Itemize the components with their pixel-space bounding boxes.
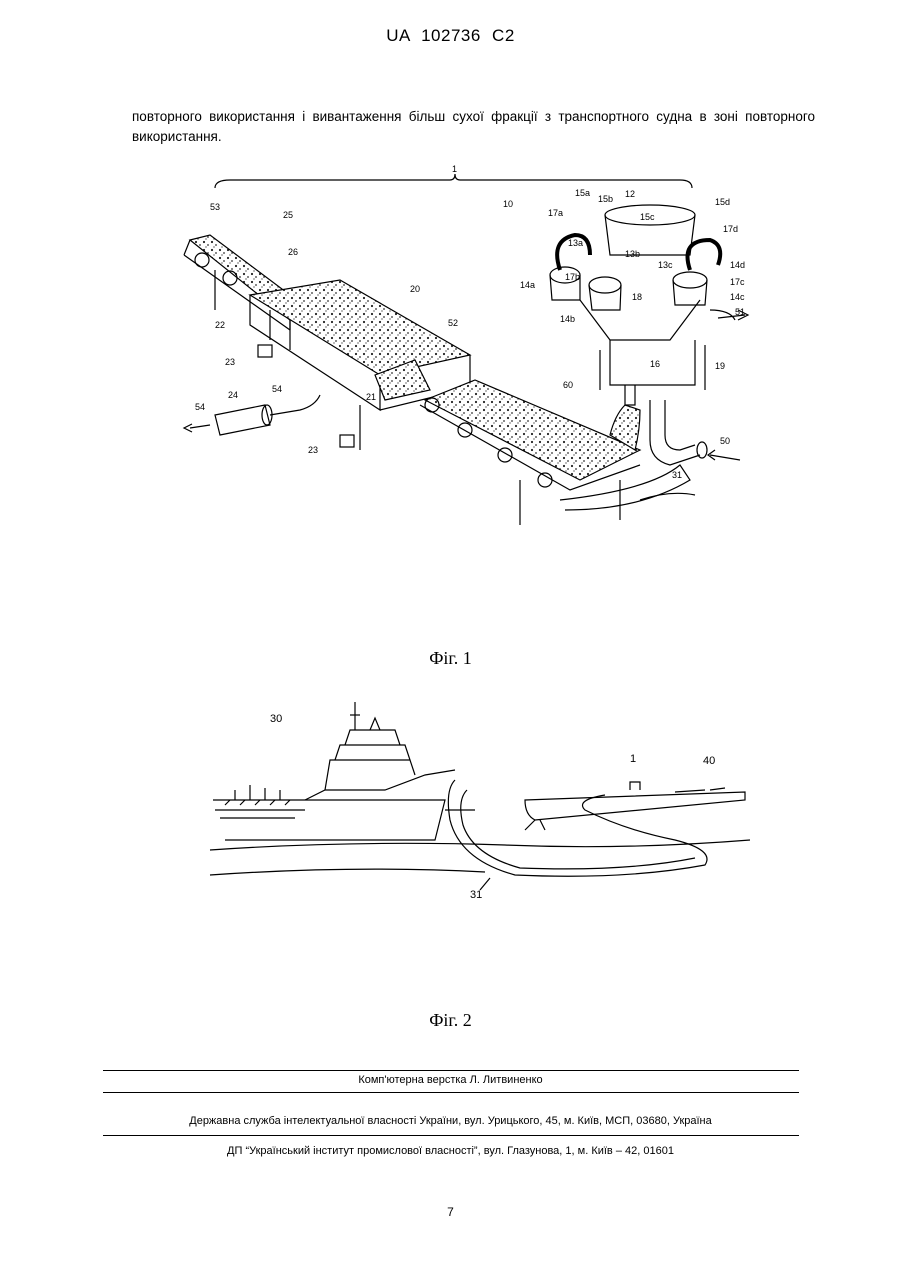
label-26: 26 (288, 247, 298, 257)
label-14a: 14a (520, 280, 535, 290)
label-23-lower: 23 (308, 445, 318, 455)
label-17c: 17c (730, 277, 745, 287)
label-51: 51 (735, 307, 745, 317)
institute-address: ДП “Український інститут промислової вла… (0, 1145, 901, 1157)
label-25: 25 (283, 210, 293, 220)
label-15d: 15d (715, 197, 730, 207)
label-19: 19 (715, 361, 725, 371)
label-54-right: 54 (272, 384, 282, 394)
label-13b: 13b (625, 249, 640, 259)
label-17a: 17a (548, 208, 563, 218)
label-15a: 15a (575, 188, 590, 198)
label-24: 24 (228, 390, 238, 400)
label-30: 30 (270, 713, 282, 725)
label-50: 50 (720, 436, 730, 446)
footer-rule-bottom (103, 1135, 799, 1136)
label-1-fig2: 1 (630, 753, 636, 765)
page-number: 7 (0, 1205, 901, 1219)
label-18: 18 (632, 292, 642, 302)
label-12: 12 (625, 189, 635, 199)
label-53: 53 (210, 202, 220, 212)
body-paragraph: повторного використання і вивантаження б… (132, 107, 815, 147)
label-40: 40 (703, 755, 715, 767)
footer-rule-middle (103, 1092, 799, 1093)
label-13a: 13a (568, 238, 583, 248)
document-header: UA 102736 C2 (0, 26, 901, 46)
label-60: 60 (563, 380, 573, 390)
figure-1-drawing: 1 10 12 13a 13b 13c 14a 14b 14c 14d 15a … (170, 160, 770, 530)
label-10: 10 (503, 199, 513, 209)
label-15c: 15c (640, 212, 655, 222)
label-21: 21 (366, 392, 376, 402)
label-22: 22 (215, 320, 225, 330)
agency-address: Державна служба інтелектуальної власност… (0, 1115, 901, 1127)
label-13c: 13c (658, 260, 673, 270)
label-17d: 17d (723, 224, 738, 234)
label-52: 52 (448, 318, 458, 328)
label-15b: 15b (598, 194, 613, 204)
figure-2-caption: Фіг. 2 (0, 1010, 901, 1031)
label-16: 16 (650, 359, 660, 369)
label-20: 20 (410, 284, 420, 294)
label-23-upper: 23 (225, 357, 235, 367)
figure-1-caption: Фіг. 1 (0, 648, 901, 669)
label-14c: 14c (730, 292, 745, 302)
label-31: 31 (672, 470, 682, 480)
label-54-left: 54 (195, 402, 205, 412)
label-17b: 17b (565, 272, 580, 282)
label-14b: 14b (560, 314, 575, 324)
footer-rule-top (103, 1070, 799, 1071)
label-31-fig2: 31 (470, 889, 482, 901)
label-14d: 14d (730, 260, 745, 270)
label-1: 1 (452, 164, 457, 174)
figure-2-drawing: 30 1 40 31 (205, 700, 755, 905)
layout-credit: Комп'ютерна верстка Л. Литвиненко (0, 1074, 901, 1086)
